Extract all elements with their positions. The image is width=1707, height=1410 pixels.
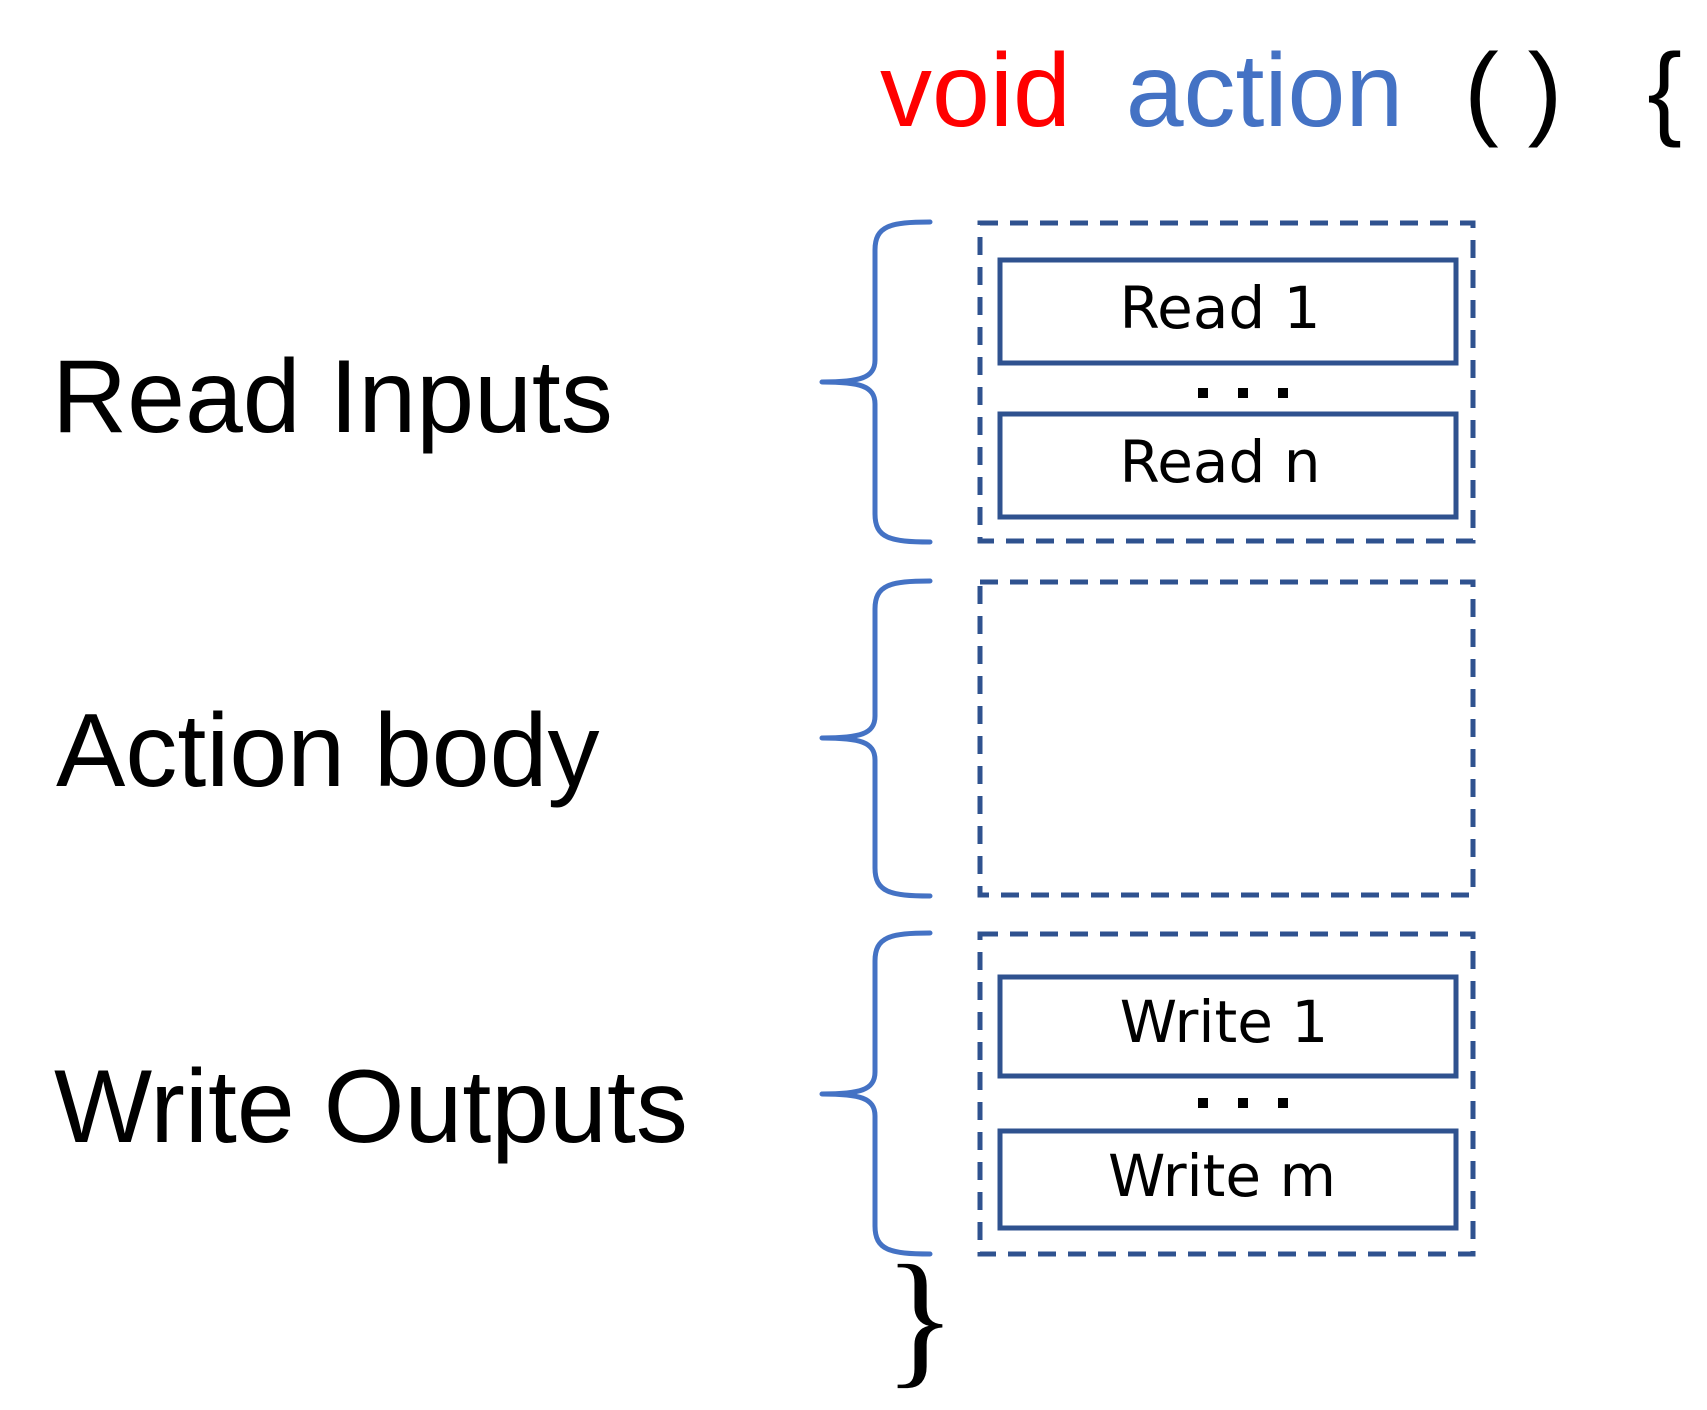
step-box-label: Read n xyxy=(1120,428,1321,496)
section-label: Action body xyxy=(56,693,599,809)
step-box-label: Read 1 xyxy=(1119,274,1320,342)
step-box xyxy=(997,974,1459,1079)
section-label: Write Outputs xyxy=(54,1049,688,1165)
section-label: Read Inputs xyxy=(52,339,613,455)
step-box xyxy=(997,1128,1459,1231)
step-box xyxy=(997,411,1459,520)
signature-keyword: void xyxy=(880,33,1071,149)
section-read-inputs: Read Inputs Read 1 Read n xyxy=(52,219,1476,545)
step-box-label: Write m xyxy=(1108,1142,1336,1210)
section-container xyxy=(977,220,1476,544)
signature-parens: ( ) xyxy=(1464,33,1562,149)
section-write-outputs: Write Outputs Write 1 Write m xyxy=(54,930,1476,1257)
step-box xyxy=(997,257,1459,366)
step-box-label: Write 1 xyxy=(1120,988,1328,1056)
ellipsis xyxy=(1198,388,1288,398)
curly-brace-icon xyxy=(819,578,933,899)
curly-brace-icon xyxy=(819,219,933,545)
function-signature: void action ( ) { xyxy=(880,33,1682,149)
signature-open-brace: { xyxy=(1647,33,1682,149)
closing-brace: } xyxy=(884,1235,956,1401)
section-container xyxy=(977,931,1476,1257)
section-container xyxy=(977,579,1476,898)
section-action-body: Action body xyxy=(56,578,1476,899)
signature-function-name: action xyxy=(1126,33,1404,149)
curly-brace-icon xyxy=(819,930,933,1257)
ellipsis xyxy=(1198,1098,1288,1108)
svg-text:void action ( ): void action ( ) { xyxy=(880,33,1682,149)
